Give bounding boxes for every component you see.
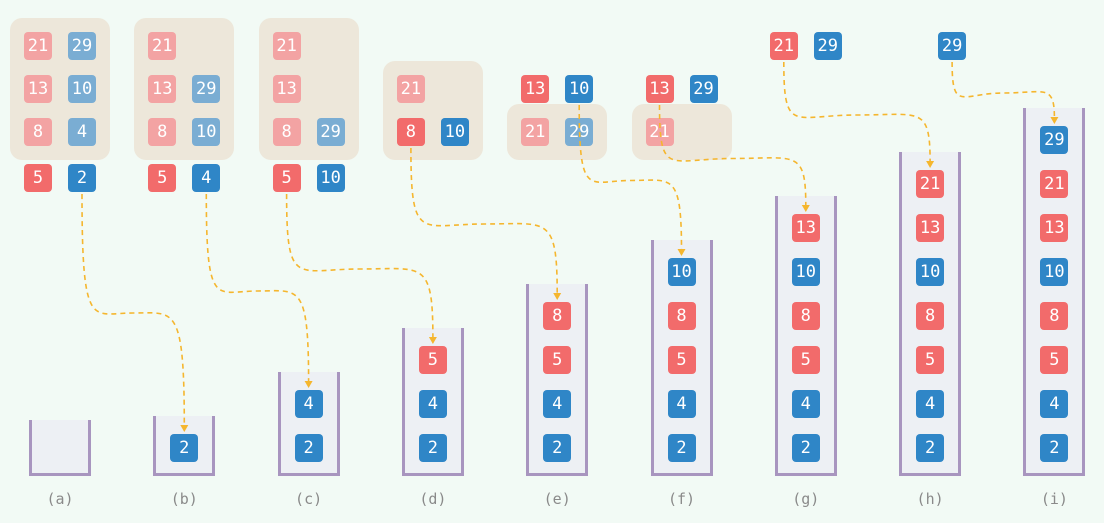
stack-tile: 21 bbox=[916, 170, 945, 198]
stack-tile: 4 bbox=[791, 390, 820, 418]
candidate-tile: 2 bbox=[68, 164, 96, 192]
panel-caption: (e) bbox=[543, 490, 571, 508]
stack-tile: 10 bbox=[916, 258, 945, 286]
pool-tile: 8 bbox=[24, 118, 52, 146]
pool-tile: 13 bbox=[24, 75, 52, 103]
stack-tile: 5 bbox=[667, 346, 696, 374]
stack-tile: 5 bbox=[543, 346, 572, 374]
arrow-head bbox=[304, 381, 313, 388]
stack-tile: 2 bbox=[667, 434, 696, 462]
move-arrow bbox=[410, 147, 558, 295]
candidate-tile: 5 bbox=[272, 164, 301, 192]
candidate-tile: 5 bbox=[24, 164, 52, 192]
stack-tile: 10 bbox=[791, 258, 820, 286]
move-arrow bbox=[205, 193, 310, 383]
arrow-head bbox=[801, 205, 810, 212]
candidate-tile: 29 bbox=[938, 32, 967, 60]
pool-tile: 10 bbox=[192, 118, 221, 146]
stack-tile: 4 bbox=[543, 390, 572, 418]
pool-tile: 21 bbox=[645, 118, 674, 146]
stack-tile: 5 bbox=[1040, 346, 1069, 374]
candidate-tile: 4 bbox=[192, 164, 221, 192]
stack-tile: 4 bbox=[667, 390, 696, 418]
stack-tile: 8 bbox=[543, 302, 572, 330]
candidate-tile: 5 bbox=[148, 164, 177, 192]
candidate-tile: 13 bbox=[521, 75, 550, 103]
stack-tile: 8 bbox=[667, 302, 696, 330]
pool-tile: 21 bbox=[148, 32, 177, 60]
result-stack bbox=[29, 420, 91, 476]
pool-tile: 8 bbox=[272, 118, 301, 146]
stack-tile: 2 bbox=[791, 434, 820, 462]
arrow-head bbox=[677, 249, 686, 256]
move-arrow bbox=[783, 61, 931, 163]
stack-tile: 5 bbox=[791, 346, 820, 374]
stack-tile: 29 bbox=[1040, 126, 1069, 154]
pool-tile: 21 bbox=[396, 75, 425, 103]
stack-tile: 8 bbox=[791, 302, 820, 330]
stack-tile: 13 bbox=[1040, 214, 1069, 242]
candidate-tile: 8 bbox=[396, 118, 425, 146]
result-stack bbox=[1023, 108, 1086, 476]
arrow-head bbox=[553, 293, 562, 300]
pool-tile: 4 bbox=[68, 118, 96, 146]
result-stack bbox=[774, 196, 837, 476]
panel-caption: (i) bbox=[1040, 490, 1068, 508]
pool-tile: 21 bbox=[272, 32, 301, 60]
stack-tile: 5 bbox=[418, 346, 447, 374]
move-arrow bbox=[951, 61, 1056, 119]
stack-tile: 21 bbox=[1040, 170, 1069, 198]
move-arrow bbox=[578, 104, 683, 251]
candidate-tile: 10 bbox=[316, 164, 345, 192]
panel-caption: (c) bbox=[295, 490, 323, 508]
panel-caption: (g) bbox=[792, 490, 820, 508]
pool-tile: 10 bbox=[68, 75, 96, 103]
stack-tile: 2 bbox=[1040, 434, 1069, 462]
arrow-head bbox=[926, 161, 935, 168]
candidate-tile: 29 bbox=[813, 32, 842, 60]
pool-tile: 21 bbox=[521, 118, 550, 146]
pool-tile: 13 bbox=[148, 75, 177, 103]
pool-tile: 21 bbox=[24, 32, 52, 60]
arrow-head bbox=[428, 337, 437, 344]
stack-tile: 2 bbox=[170, 434, 199, 462]
pool-tile: 13 bbox=[272, 75, 301, 103]
arrow-head bbox=[1050, 117, 1059, 124]
panel-caption: (a) bbox=[46, 490, 74, 508]
stack-tile: 2 bbox=[543, 434, 572, 462]
pool-tile: 29 bbox=[68, 32, 96, 60]
arrow-head bbox=[180, 425, 189, 432]
stack-tile: 8 bbox=[1040, 302, 1069, 330]
pool-tile: 29 bbox=[192, 75, 221, 103]
pool-tile: 8 bbox=[148, 118, 177, 146]
panel-caption: (d) bbox=[419, 490, 447, 508]
stack-tile: 2 bbox=[294, 434, 323, 462]
panel-caption: (f) bbox=[667, 490, 696, 508]
stack-tile: 8 bbox=[916, 302, 945, 330]
stack-tile: 10 bbox=[667, 258, 696, 286]
stack-tile: 4 bbox=[294, 390, 323, 418]
candidate-tile: 10 bbox=[565, 75, 594, 103]
candidate-tile: 13 bbox=[645, 75, 674, 103]
panel-caption: (b) bbox=[170, 490, 198, 508]
stack-tile: 10 bbox=[1040, 258, 1069, 286]
move-arrow bbox=[658, 104, 807, 207]
stack-tile: 5 bbox=[916, 346, 945, 374]
stack-tile: 13 bbox=[916, 214, 945, 242]
candidate-tile: 21 bbox=[769, 32, 798, 60]
candidate-tile: 29 bbox=[689, 75, 718, 103]
stack-tile: 13 bbox=[791, 214, 820, 242]
pool-tile: 29 bbox=[316, 118, 345, 146]
panel-caption: (h) bbox=[916, 490, 944, 508]
stack-tile: 4 bbox=[418, 390, 447, 418]
candidate-tile: 10 bbox=[440, 118, 469, 146]
stack-tile: 4 bbox=[916, 390, 945, 418]
stack-tile: 2 bbox=[418, 434, 447, 462]
stack-tile: 4 bbox=[1040, 390, 1069, 418]
move-arrow bbox=[285, 193, 434, 339]
stack-tile: 2 bbox=[916, 434, 945, 462]
move-arrow bbox=[81, 193, 186, 427]
